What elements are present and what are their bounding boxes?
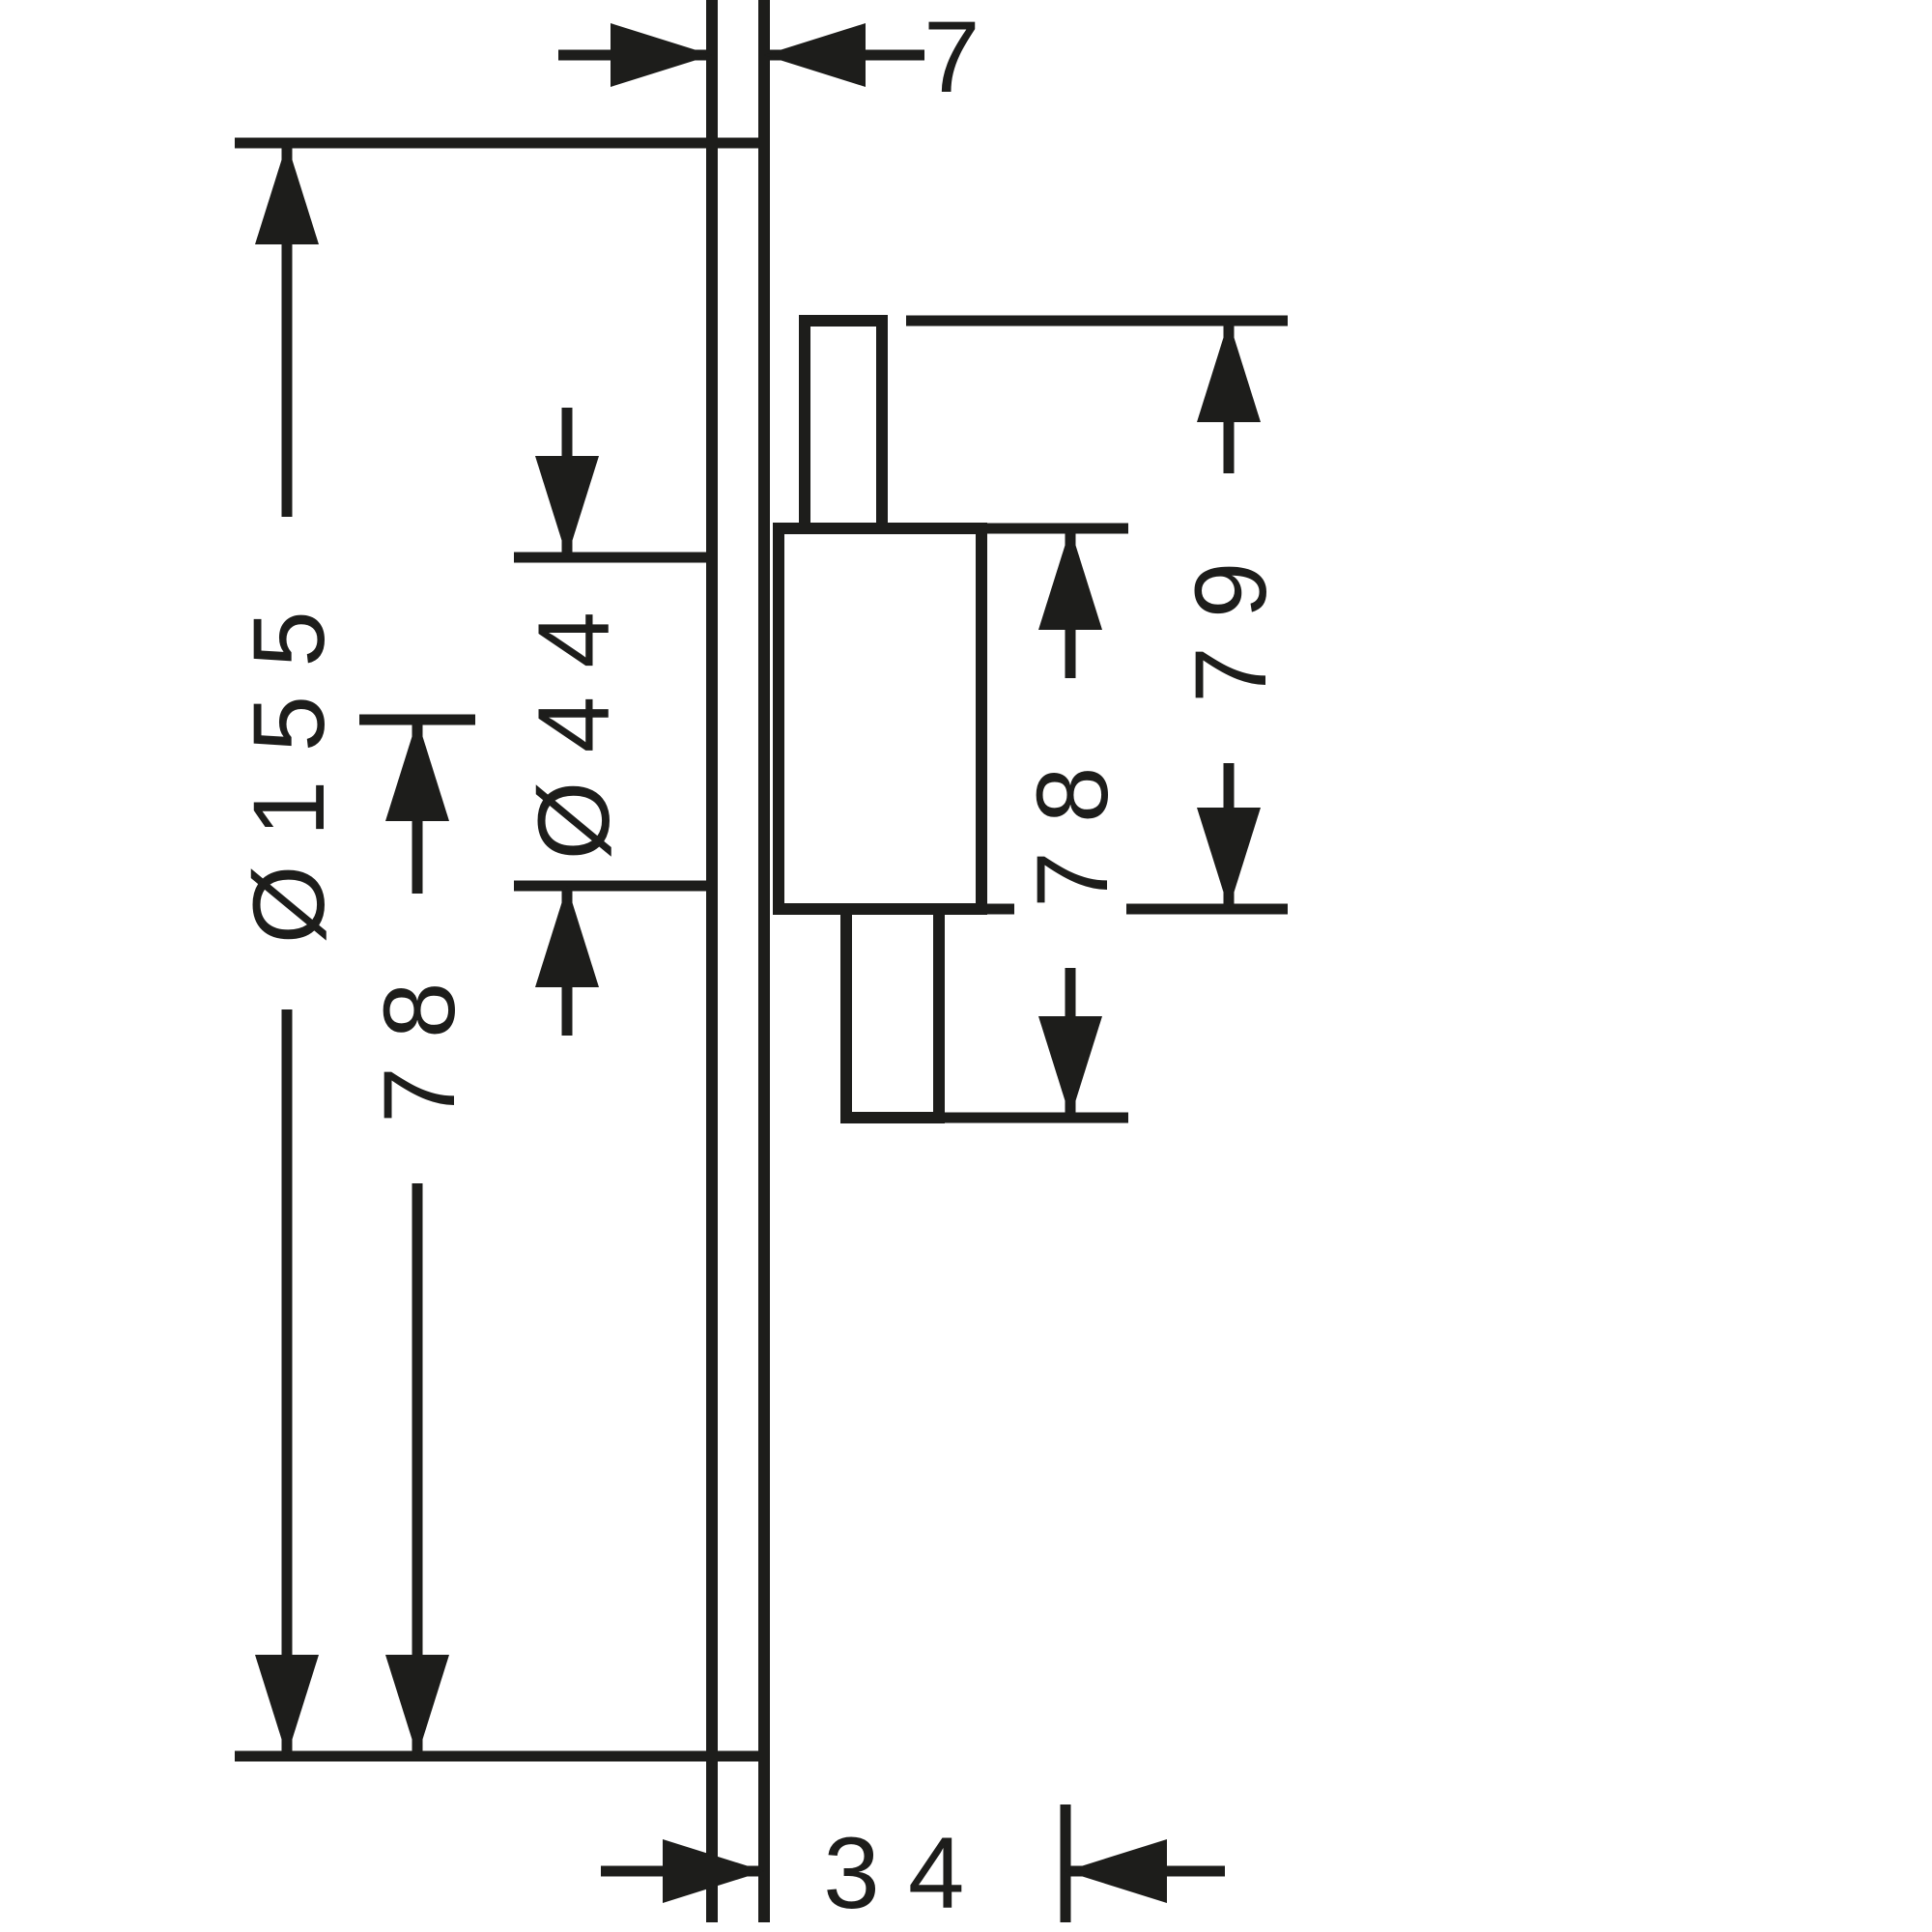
dim-label-group: 78 <box>361 894 476 1183</box>
label-background <box>231 517 343 1009</box>
dim-plate-diameter: Ø155 <box>231 137 764 1762</box>
arrowhead <box>663 1839 764 1903</box>
arrowhead <box>1197 321 1261 422</box>
dim-lower-span: 78 <box>945 523 1129 1123</box>
handle-body <box>773 523 987 915</box>
dim-label-cutout-diameter: Ø44 <box>518 583 631 861</box>
dim-cutout-diameter: Ø44 <box>514 408 712 1036</box>
arrowhead <box>764 23 866 87</box>
dim-plate-thickness: 7 <box>558 1 1009 114</box>
dim-label-group: Ø155 <box>231 517 346 1009</box>
dim-label-plate-diameter: Ø155 <box>233 582 346 944</box>
arrowhead <box>1038 1016 1102 1118</box>
arrowhead <box>1065 1839 1167 1903</box>
arrowhead <box>385 1655 449 1756</box>
arrowhead <box>535 456 599 557</box>
arrowhead <box>611 23 712 87</box>
arrowhead <box>255 1655 319 1756</box>
arrowhead <box>385 720 449 821</box>
upper-stop-ring <box>799 315 888 534</box>
dim-label-upper-span: 79 <box>1175 533 1288 703</box>
label-background <box>1173 473 1285 763</box>
valve-body <box>773 315 987 1123</box>
dim-label-plate-thickness: 7 <box>923 1 1009 114</box>
label-background <box>1014 678 1126 968</box>
wall-plate <box>706 0 770 1922</box>
dim-label-group: 79 <box>1173 473 1288 763</box>
dim-label-projection-depth: 34 <box>823 1817 993 1930</box>
lower-stop-ring <box>840 903 945 1123</box>
dim-projection-depth: 34 <box>601 1804 1225 1930</box>
dim-label-group: 78 <box>1014 678 1129 968</box>
dim-center-to-bottom: 78 <box>359 714 476 1756</box>
arrowhead <box>255 143 319 244</box>
label-background <box>361 894 473 1183</box>
arrowhead <box>1038 528 1102 630</box>
dim-label-lower-span: 78 <box>1016 738 1129 908</box>
arrowhead <box>1197 808 1261 909</box>
dim-label-center-to-bottom: 78 <box>363 953 476 1123</box>
dim-label-group: Ø44 <box>518 583 631 861</box>
arrowhead <box>535 886 599 987</box>
